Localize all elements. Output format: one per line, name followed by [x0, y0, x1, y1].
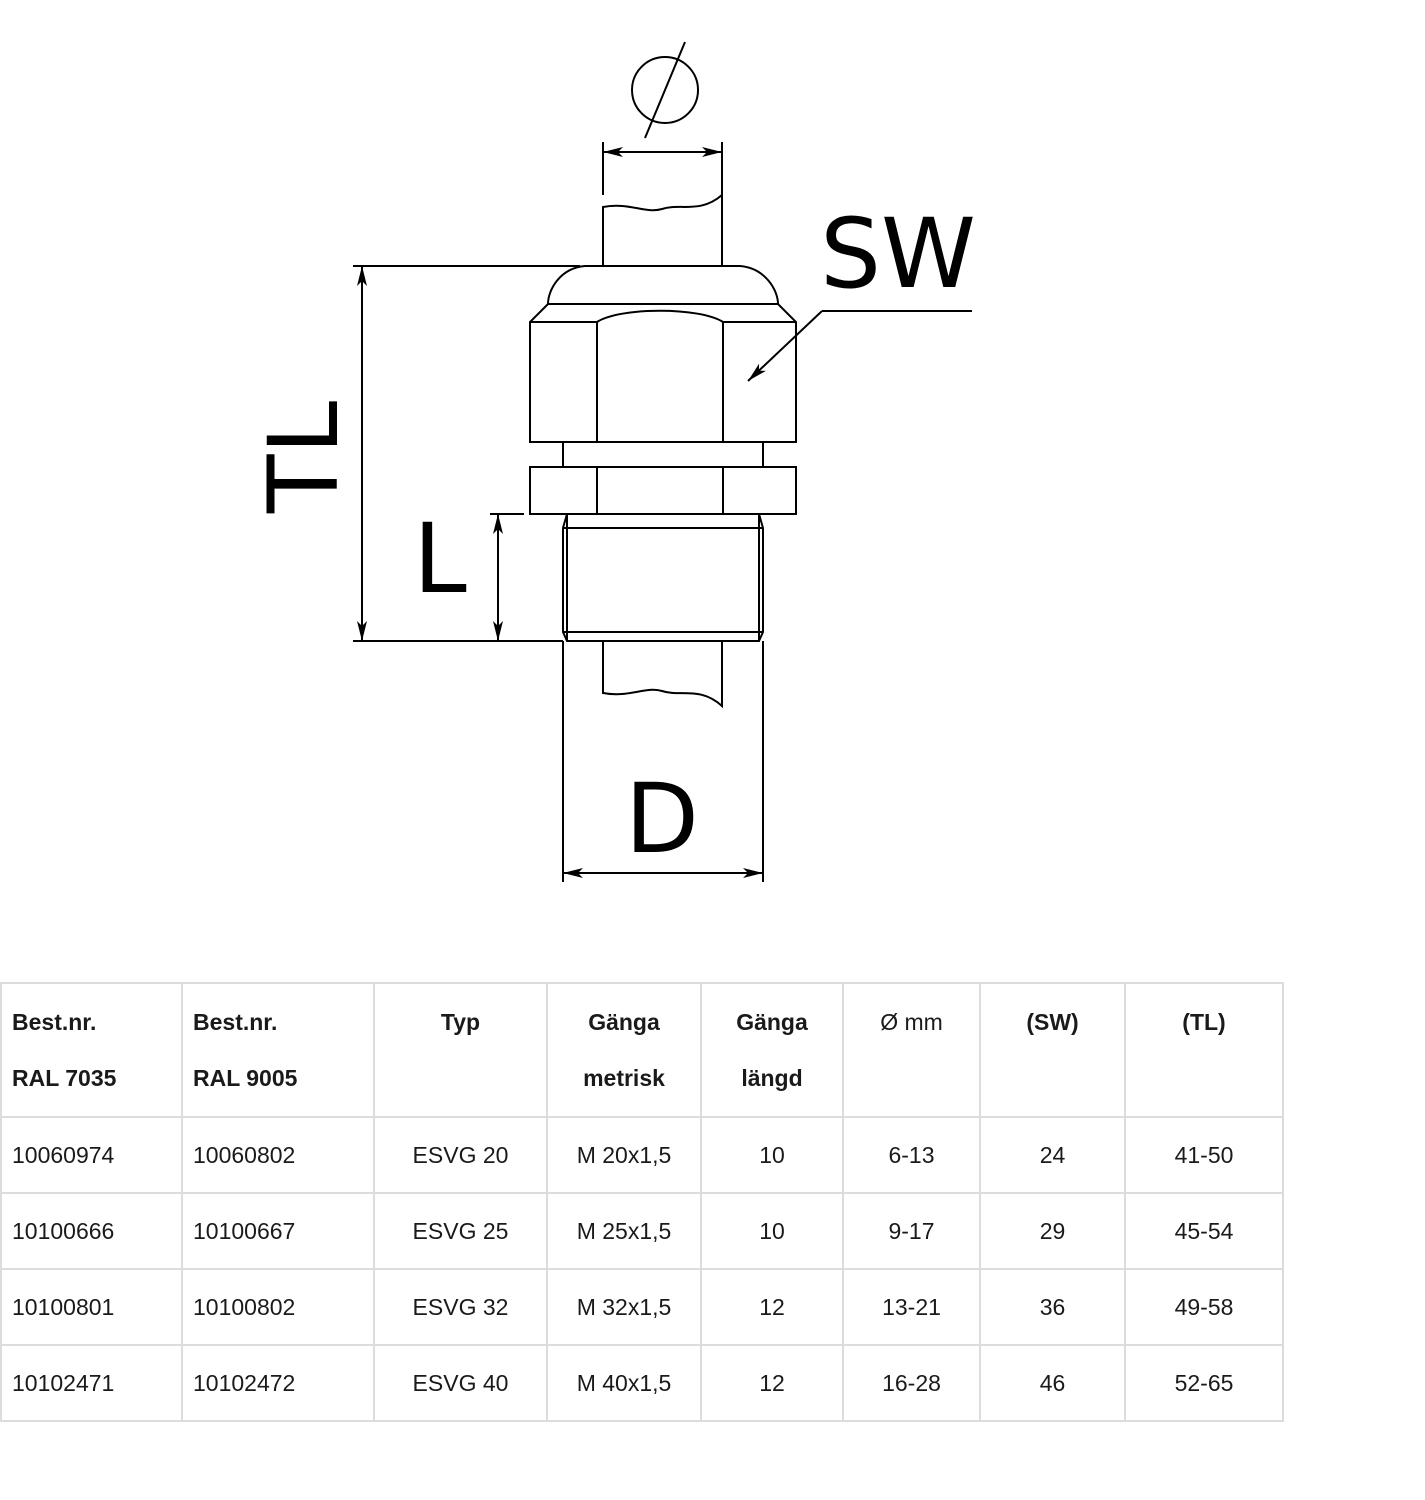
cell-ganga-metrisk: M 20x1,5: [546, 1116, 702, 1194]
diameter-dimension: [602, 142, 723, 195]
cell-ganga-langd: 12: [700, 1344, 844, 1422]
cell-best-nr-ral-7035: 10060974: [0, 1116, 183, 1194]
cell-sw: 29: [979, 1192, 1126, 1270]
cell-diameter-mm: 9-17: [842, 1192, 981, 1270]
tl-dimension: [353, 265, 580, 642]
cable-bottom: [602, 641, 723, 709]
cell-tl: 45-54: [1124, 1192, 1284, 1270]
header-tl: (TL): [1124, 982, 1284, 1118]
cell-sw: 24: [979, 1116, 1126, 1194]
cell-ganga-langd: 10: [700, 1116, 844, 1194]
l-dimension: [490, 513, 524, 641]
cell-typ: ESVG 25: [373, 1192, 548, 1270]
tl-label: TL: [248, 401, 360, 514]
cell-sw: 36: [979, 1268, 1126, 1346]
cell-ganga-metrisk: M 25x1,5: [546, 1192, 702, 1270]
cell-best-nr-ral-7035: 10102471: [0, 1344, 183, 1422]
cell-diameter-mm: 16-28: [842, 1344, 981, 1422]
table-row: 10100666 10100667 ESVG 25 M 25x1,5 10 9-…: [0, 1192, 1284, 1270]
cell-best-nr-ral-9005: 10100667: [181, 1192, 375, 1270]
header-diameter-mm: Ø mm: [842, 982, 981, 1118]
header-typ: Typ: [373, 982, 548, 1118]
cell-ganga-metrisk: M 32x1,5: [546, 1268, 702, 1346]
hex-collar: [529, 466, 797, 515]
thread-section: [562, 513, 764, 642]
d-dimension: [562, 641, 764, 882]
sw-label: SW: [820, 198, 976, 310]
cell-diameter-mm: 13-21: [842, 1268, 981, 1346]
hex-nut: [529, 303, 797, 443]
cell-sw: 46: [979, 1344, 1126, 1422]
cell-tl: 41-50: [1124, 1116, 1284, 1194]
cell-best-nr-ral-7035: 10100666: [0, 1192, 183, 1270]
cable-top: [602, 192, 723, 266]
spec-table: Best.nr.RAL 7035 Best.nr.RAL 9005 Typ Gä…: [0, 982, 1284, 1422]
cell-tl: 52-65: [1124, 1344, 1284, 1422]
cell-best-nr-ral-9005: 10100802: [181, 1268, 375, 1346]
cell-typ: ESVG 20: [373, 1116, 548, 1194]
cell-typ: ESVG 32: [373, 1268, 548, 1346]
table-row: 10102471 10102472 ESVG 40 M 40x1,5 12 16…: [0, 1344, 1284, 1422]
dome-cap: [546, 265, 780, 305]
cell-best-nr-ral-9005: 10060802: [181, 1116, 375, 1194]
table-row: 10100801 10100802 ESVG 32 M 32x1,5 12 13…: [0, 1268, 1284, 1346]
table-row: 10060974 10060802 ESVG 20 M 20x1,5 10 6-…: [0, 1116, 1284, 1194]
cell-best-nr-ral-7035: 10100801: [0, 1268, 183, 1346]
header-best-nr-ral-7035: Best.nr.RAL 7035: [0, 982, 183, 1118]
header-sw: (SW): [979, 982, 1126, 1118]
cell-tl: 49-58: [1124, 1268, 1284, 1346]
sw-leader: [747, 310, 972, 382]
l-label: L: [413, 503, 466, 615]
cell-diameter-mm: 6-13: [842, 1116, 981, 1194]
cell-ganga-langd: 10: [700, 1192, 844, 1270]
d-label: D: [625, 763, 699, 875]
cell-ganga-langd: 12: [700, 1268, 844, 1346]
diameter-symbol: [631, 41, 699, 139]
cell-ganga-metrisk: M 40x1,5: [546, 1344, 702, 1422]
header-best-nr-ral-9005: Best.nr.RAL 9005: [181, 982, 375, 1118]
cell-best-nr-ral-9005: 10102472: [181, 1344, 375, 1422]
cell-typ: ESVG 40: [373, 1344, 548, 1422]
table-header-row: Best.nr.RAL 7035 Best.nr.RAL 9005 Typ Gä…: [0, 982, 1284, 1118]
cable-gland-drawing: SW TL L D: [248, 41, 976, 882]
gland-neck: [562, 441, 764, 468]
